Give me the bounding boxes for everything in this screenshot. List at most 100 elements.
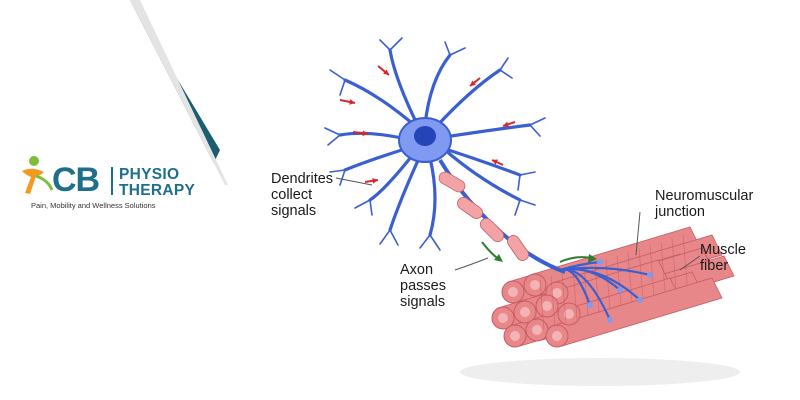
synaptic-terminal (597, 259, 603, 265)
muscle-shadow (460, 358, 740, 386)
axon (438, 158, 566, 274)
label-muscle-line2: fiber (700, 258, 729, 274)
muscle-stripe (616, 255, 622, 306)
label-neuromuscular-junction: Neuromuscular junction (655, 188, 753, 220)
muscle-stripe (660, 241, 666, 292)
dendrite (388, 154, 422, 232)
muscle-fiber-core (520, 307, 530, 317)
dendrite (436, 123, 532, 140)
signal-arrows (339, 65, 597, 263)
synaptic-terminal (617, 287, 623, 293)
dendrite-twig (499, 57, 509, 71)
muscle-stripe (539, 279, 545, 331)
dendrite-twig (389, 37, 403, 51)
dendrite-twig (449, 47, 466, 56)
muscle-stripe (583, 265, 589, 317)
logo-tagline: Pain, Mobility and Wellness Solutions (31, 201, 156, 210)
muscle-fiber-core (552, 288, 562, 298)
muscle-stripe (594, 262, 600, 313)
dendrite-twig (329, 69, 346, 81)
muscle-stripe (682, 234, 688, 285)
muscle-fiber-core (530, 280, 540, 290)
green-arrow-head (588, 254, 597, 263)
muscle-fiber-core (510, 331, 520, 341)
myelin-sheath (438, 171, 466, 193)
dendrite-twig (499, 69, 513, 79)
dendrite-twig (379, 39, 391, 51)
red-arrow-head (372, 177, 378, 184)
dendrite (443, 148, 522, 202)
dendrite (433, 68, 502, 130)
red-arrow-head (383, 69, 389, 75)
dendrite-twig (529, 124, 541, 137)
label-leader-lines (335, 177, 701, 271)
muscle-stripe (671, 237, 677, 289)
label-junction-line1: Neuromuscular (655, 188, 754, 204)
red-arrow-head (470, 80, 476, 86)
dendrite-twig (339, 79, 346, 96)
dendrite-twig (444, 41, 451, 56)
label-muscle-line1: Muscle (700, 242, 746, 258)
dendrite-twig (519, 199, 536, 206)
logo-letters: CB (52, 161, 100, 199)
label-muscle-fiber: Muscle fiber (700, 242, 746, 274)
dendrite-twig (419, 234, 431, 249)
dendrite-twig (429, 234, 441, 251)
label-axon: Axon passes signals (400, 262, 446, 310)
muscle-fiber-core (498, 313, 508, 323)
logo-word-physio: PHYSIO (119, 166, 180, 183)
myelin-sheath (507, 235, 529, 261)
neuron-cell (324, 37, 546, 251)
label-dendrites-line3: signals (271, 203, 317, 219)
red-arrow-head (503, 121, 509, 128)
dendrite (343, 146, 410, 172)
muscle-fiber-core (542, 301, 552, 311)
dendrite-twig (354, 199, 371, 209)
dendrite-twig (517, 174, 521, 191)
dendrite-twig (519, 171, 536, 176)
label-axon-line2: passes (400, 278, 446, 294)
label-dendrites: Dendrites collect signals (271, 171, 333, 219)
logo-divider (111, 167, 113, 195)
synaptic-terminal (587, 302, 593, 308)
dendrite (423, 53, 452, 127)
label-axon-line1: Axon (400, 262, 434, 278)
white-logo-panel (0, 0, 225, 400)
green-arrow-head (494, 254, 503, 262)
muscle-stripe (572, 269, 578, 320)
synaptic-terminal (607, 317, 613, 323)
label-dendrites-line2: collect (271, 187, 313, 203)
dendrite-twig (389, 229, 399, 246)
dendrite-twig (514, 199, 521, 216)
panel-shadow (130, 0, 228, 185)
muscle-fiber-core (532, 325, 542, 335)
muscle-stripe (649, 244, 655, 296)
dendrite-twig (327, 134, 341, 146)
dendrite-twig (329, 169, 346, 173)
logo-word-therapy: THERAPY (119, 182, 196, 199)
dendrite-twig (324, 127, 341, 136)
nerve-terminal-branch (559, 268, 612, 321)
label-dendrites-line1: Dendrites (271, 171, 334, 187)
myelin-sheath (457, 197, 483, 219)
dendrite (428, 156, 437, 237)
dendrite-twig (339, 169, 346, 186)
red-arrow-head (349, 99, 355, 105)
synaptic-terminal (647, 272, 653, 278)
dendrite-twig (379, 229, 391, 245)
muscle-fiber-core (552, 331, 562, 341)
person-logo-icon (22, 156, 54, 194)
synaptic-terminal (637, 297, 643, 303)
muscle-fiber-core (508, 287, 518, 297)
muscle-fiber-core (564, 309, 574, 319)
label-junction-line2: junction (655, 204, 705, 220)
dendrite-twig (369, 199, 373, 216)
label-axon-line3: signals (400, 294, 446, 310)
myelin-sheath (479, 217, 505, 243)
red-arrow-head (492, 159, 498, 165)
dendrite-twig (529, 117, 546, 126)
muscle-fiber-bundle (460, 226, 740, 386)
muscle-stripe (561, 272, 567, 324)
axon-core (438, 158, 566, 274)
